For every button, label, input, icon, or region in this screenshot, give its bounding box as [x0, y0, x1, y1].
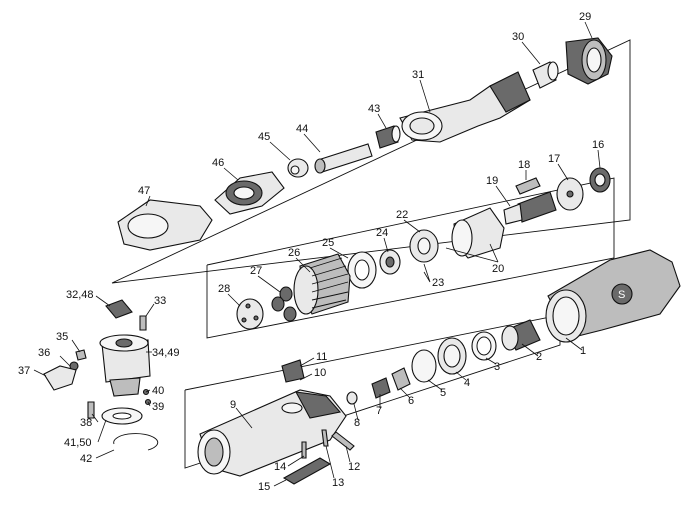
label-43: 43	[368, 103, 380, 115]
part-27-planet-gears	[271, 286, 297, 322]
label-29: 29	[579, 11, 591, 23]
label-46: 46	[212, 157, 224, 169]
label-30: 30	[512, 31, 524, 43]
part-44-crankshaft	[314, 143, 373, 174]
label-9: 9	[230, 399, 236, 411]
label-44: 44	[296, 123, 308, 135]
label-22: 22	[396, 209, 408, 221]
label-39: 39	[152, 401, 164, 413]
part-5-gasket	[411, 349, 437, 383]
label-23: 23	[432, 277, 444, 289]
part-7-tip-valve	[371, 377, 391, 399]
middle-assembly-frame	[206, 177, 615, 339]
label-3: 3	[494, 361, 500, 373]
part-9-motor-housing	[197, 389, 347, 477]
label-40: 40	[152, 385, 164, 397]
label-12: 12	[348, 461, 360, 473]
bottom-assembly-frame	[184, 314, 561, 469]
part-17-end-plate	[556, 177, 584, 211]
part-18-vane	[515, 177, 541, 195]
label-38: 38	[80, 417, 92, 429]
part-8-washer	[346, 391, 358, 405]
part-26-ring-gear	[293, 253, 351, 315]
part-3-o-ring	[471, 331, 497, 361]
label-35: 35	[56, 331, 68, 343]
part-42-retaining-ring	[113, 433, 159, 451]
part-31-head-housing	[399, 71, 531, 143]
label-8: 8	[354, 417, 360, 429]
label-42: 42	[80, 453, 92, 465]
label-15: 15	[258, 481, 270, 493]
label-26: 26	[288, 247, 300, 259]
label-27: 27	[250, 265, 262, 277]
part-47-head-cap	[117, 199, 213, 251]
part-6-screen	[391, 367, 411, 391]
label-10: 10	[314, 367, 326, 379]
part-34-anvil	[99, 334, 151, 397]
label-18: 18	[518, 159, 530, 171]
part-22-front-plate	[409, 229, 439, 263]
part-16-bearing	[589, 167, 611, 193]
part-45-bushing	[287, 158, 309, 178]
label-24: 24	[376, 227, 388, 239]
part-25-washer	[347, 251, 377, 289]
part-30-bushing	[532, 61, 559, 89]
label-13: 13	[332, 477, 344, 489]
label-47: 47	[138, 185, 150, 197]
label-31: 31	[412, 69, 424, 81]
part-labels: 29 30 31 43 44 45 46 47 16 17 18 19 20 2…	[18, 11, 604, 493]
label-34-49: 34,49	[152, 347, 180, 359]
part-4-valve-seat	[437, 337, 467, 375]
part-20-cylinder	[451, 207, 505, 259]
part-38-pin	[87, 401, 95, 419]
label-5: 5	[440, 387, 446, 399]
label-45: 45	[258, 131, 270, 143]
part-1-handle: S	[545, 249, 681, 343]
label-19: 19	[486, 175, 498, 187]
label-17: 17	[548, 153, 560, 165]
label-32-48: 32,48	[66, 289, 94, 301]
label-2: 2	[536, 351, 542, 363]
part-11-exhaust-deflector	[281, 359, 305, 383]
label-6: 6	[408, 395, 414, 407]
part-2-valve	[501, 319, 541, 351]
part-43-bearing	[375, 125, 401, 149]
part-12-pin	[331, 431, 355, 451]
label-7: 7	[376, 405, 382, 417]
part-28-planet-carrier	[236, 298, 264, 330]
label-41-50: 41,50	[64, 437, 92, 449]
label-28: 28	[218, 283, 230, 295]
part-29-ring-nut	[565, 37, 613, 85]
label-4: 4	[464, 377, 470, 389]
brand-logo-glyph: S	[618, 289, 625, 301]
label-25: 25	[322, 237, 334, 249]
part-41-washer	[101, 407, 143, 425]
part-19-rotor	[503, 191, 557, 225]
part-32-pawl	[105, 299, 133, 319]
part-13-spring-pin	[321, 429, 329, 447]
top-assembly-frame	[111, 39, 631, 284]
part-14-pin	[301, 441, 307, 459]
label-11: 11	[316, 351, 327, 363]
part-46-yoke	[214, 171, 285, 215]
part-24-bearing	[379, 249, 401, 275]
part-35-spring	[75, 349, 87, 361]
label-37: 37	[18, 365, 30, 377]
label-33: 33	[154, 295, 166, 307]
label-36: 36	[38, 347, 50, 359]
label-1: 1	[580, 345, 586, 357]
label-14: 14	[274, 461, 286, 473]
part-37-reverse-lever	[43, 365, 77, 391]
label-16: 16	[592, 139, 604, 151]
part-10-seal	[281, 402, 303, 414]
leader-lines	[33, 21, 601, 487]
part-15-throttle-lever	[282, 457, 332, 485]
part-33-pin	[139, 315, 147, 331]
label-20: 20	[492, 263, 504, 275]
